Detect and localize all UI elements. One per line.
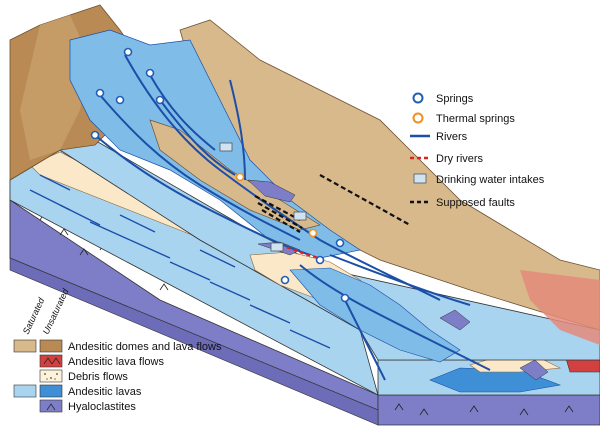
legend-column-unsaturated: Unsaturated: [41, 286, 71, 336]
legend-item-springs: Springs: [412, 92, 474, 105]
spring-icon: [412, 92, 424, 104]
thermal-spring-icon: [412, 112, 424, 124]
hyaloclastites-side-wedge: [9, 180, 379, 426]
swatch-saturated-lavas: [13, 384, 37, 398]
legend-item-thermal-springs: Thermal springs: [412, 112, 515, 125]
river-lower-2: [344, 299, 386, 381]
swatch-unsaturated-lava-flows: [39, 354, 63, 368]
water-intake-icon: [413, 173, 427, 184]
legend-item-dry-rivers: Dry rivers: [410, 153, 484, 165]
unit-row-hyaloclastites: Hyaloclastites: [39, 399, 136, 413]
groundwater-arrows: [29, 174, 331, 349]
unit-label-domes: Andesitic domes and lava flows: [68, 341, 222, 353]
legend-label-dry-rivers: Dry rivers: [436, 153, 484, 165]
swatch-saturated-domes: [13, 339, 37, 353]
dry-river: [279, 244, 321, 259]
purple-lens-1: [247, 179, 296, 203]
red-lava-flow-tip: [520, 270, 600, 345]
water-intakes-on-map: [219, 142, 307, 252]
unit-row-domes: Andesitic domes and lava flows: [13, 339, 222, 353]
river-branch-4: [159, 99, 236, 176]
legend-item-faults: Supposed faults: [410, 197, 515, 209]
legend-label-water-intakes: Drinking water intakes: [436, 174, 545, 186]
legend-item-rivers: Rivers: [410, 131, 468, 143]
legend-label-faults: Supposed faults: [436, 197, 515, 209]
river-branch-1: [149, 74, 216, 151]
swatch-hyaloclastites: [39, 399, 63, 413]
purple-lens-3: [439, 309, 471, 331]
supposed-faults: [254, 174, 411, 233]
springs-on-map: [90, 47, 350, 303]
legend-label-rivers: Rivers: [436, 131, 468, 143]
lower-blue-lobe: [289, 267, 461, 363]
river-main: [124, 54, 441, 301]
river-branch-5: [229, 79, 246, 181]
unit-label-andesitic-lavas: Andesitic lavas: [68, 386, 142, 398]
unit-label-debris-flows: Debris flows: [68, 371, 128, 383]
thermal-springs-on-map: [235, 172, 318, 238]
unit-row-andesitic-lavas: Andesitic lavas: [13, 384, 142, 398]
purple-lens-4: [519, 359, 549, 381]
river-branch-2: [99, 94, 301, 241]
river-lower-1: [299, 264, 491, 371]
unit-row-lava-flows: Andesitic lava flows: [39, 354, 164, 368]
unit-row-debris-flows: Debris flows: [39, 369, 128, 383]
front-face-blue-lens: [429, 367, 562, 393]
symbol-legend: Springs Thermal springs Rivers Dry river…: [410, 92, 545, 209]
unit-label-lava-flows: Andesitic lava flows: [68, 356, 164, 368]
legend-label-thermal-springs: Thermal springs: [436, 113, 515, 125]
river-lower-3: [329, 254, 471, 306]
legend-label-springs: Springs: [436, 93, 474, 105]
swatch-unsaturated-lavas: [39, 384, 63, 398]
legend-item-water-intakes: Drinking water intakes: [413, 173, 545, 186]
swatch-unsaturated-domes: [39, 339, 63, 353]
swatch-unsaturated-debris: [39, 369, 63, 383]
unit-label-hyaloclastites: Hyaloclastites: [68, 401, 136, 413]
